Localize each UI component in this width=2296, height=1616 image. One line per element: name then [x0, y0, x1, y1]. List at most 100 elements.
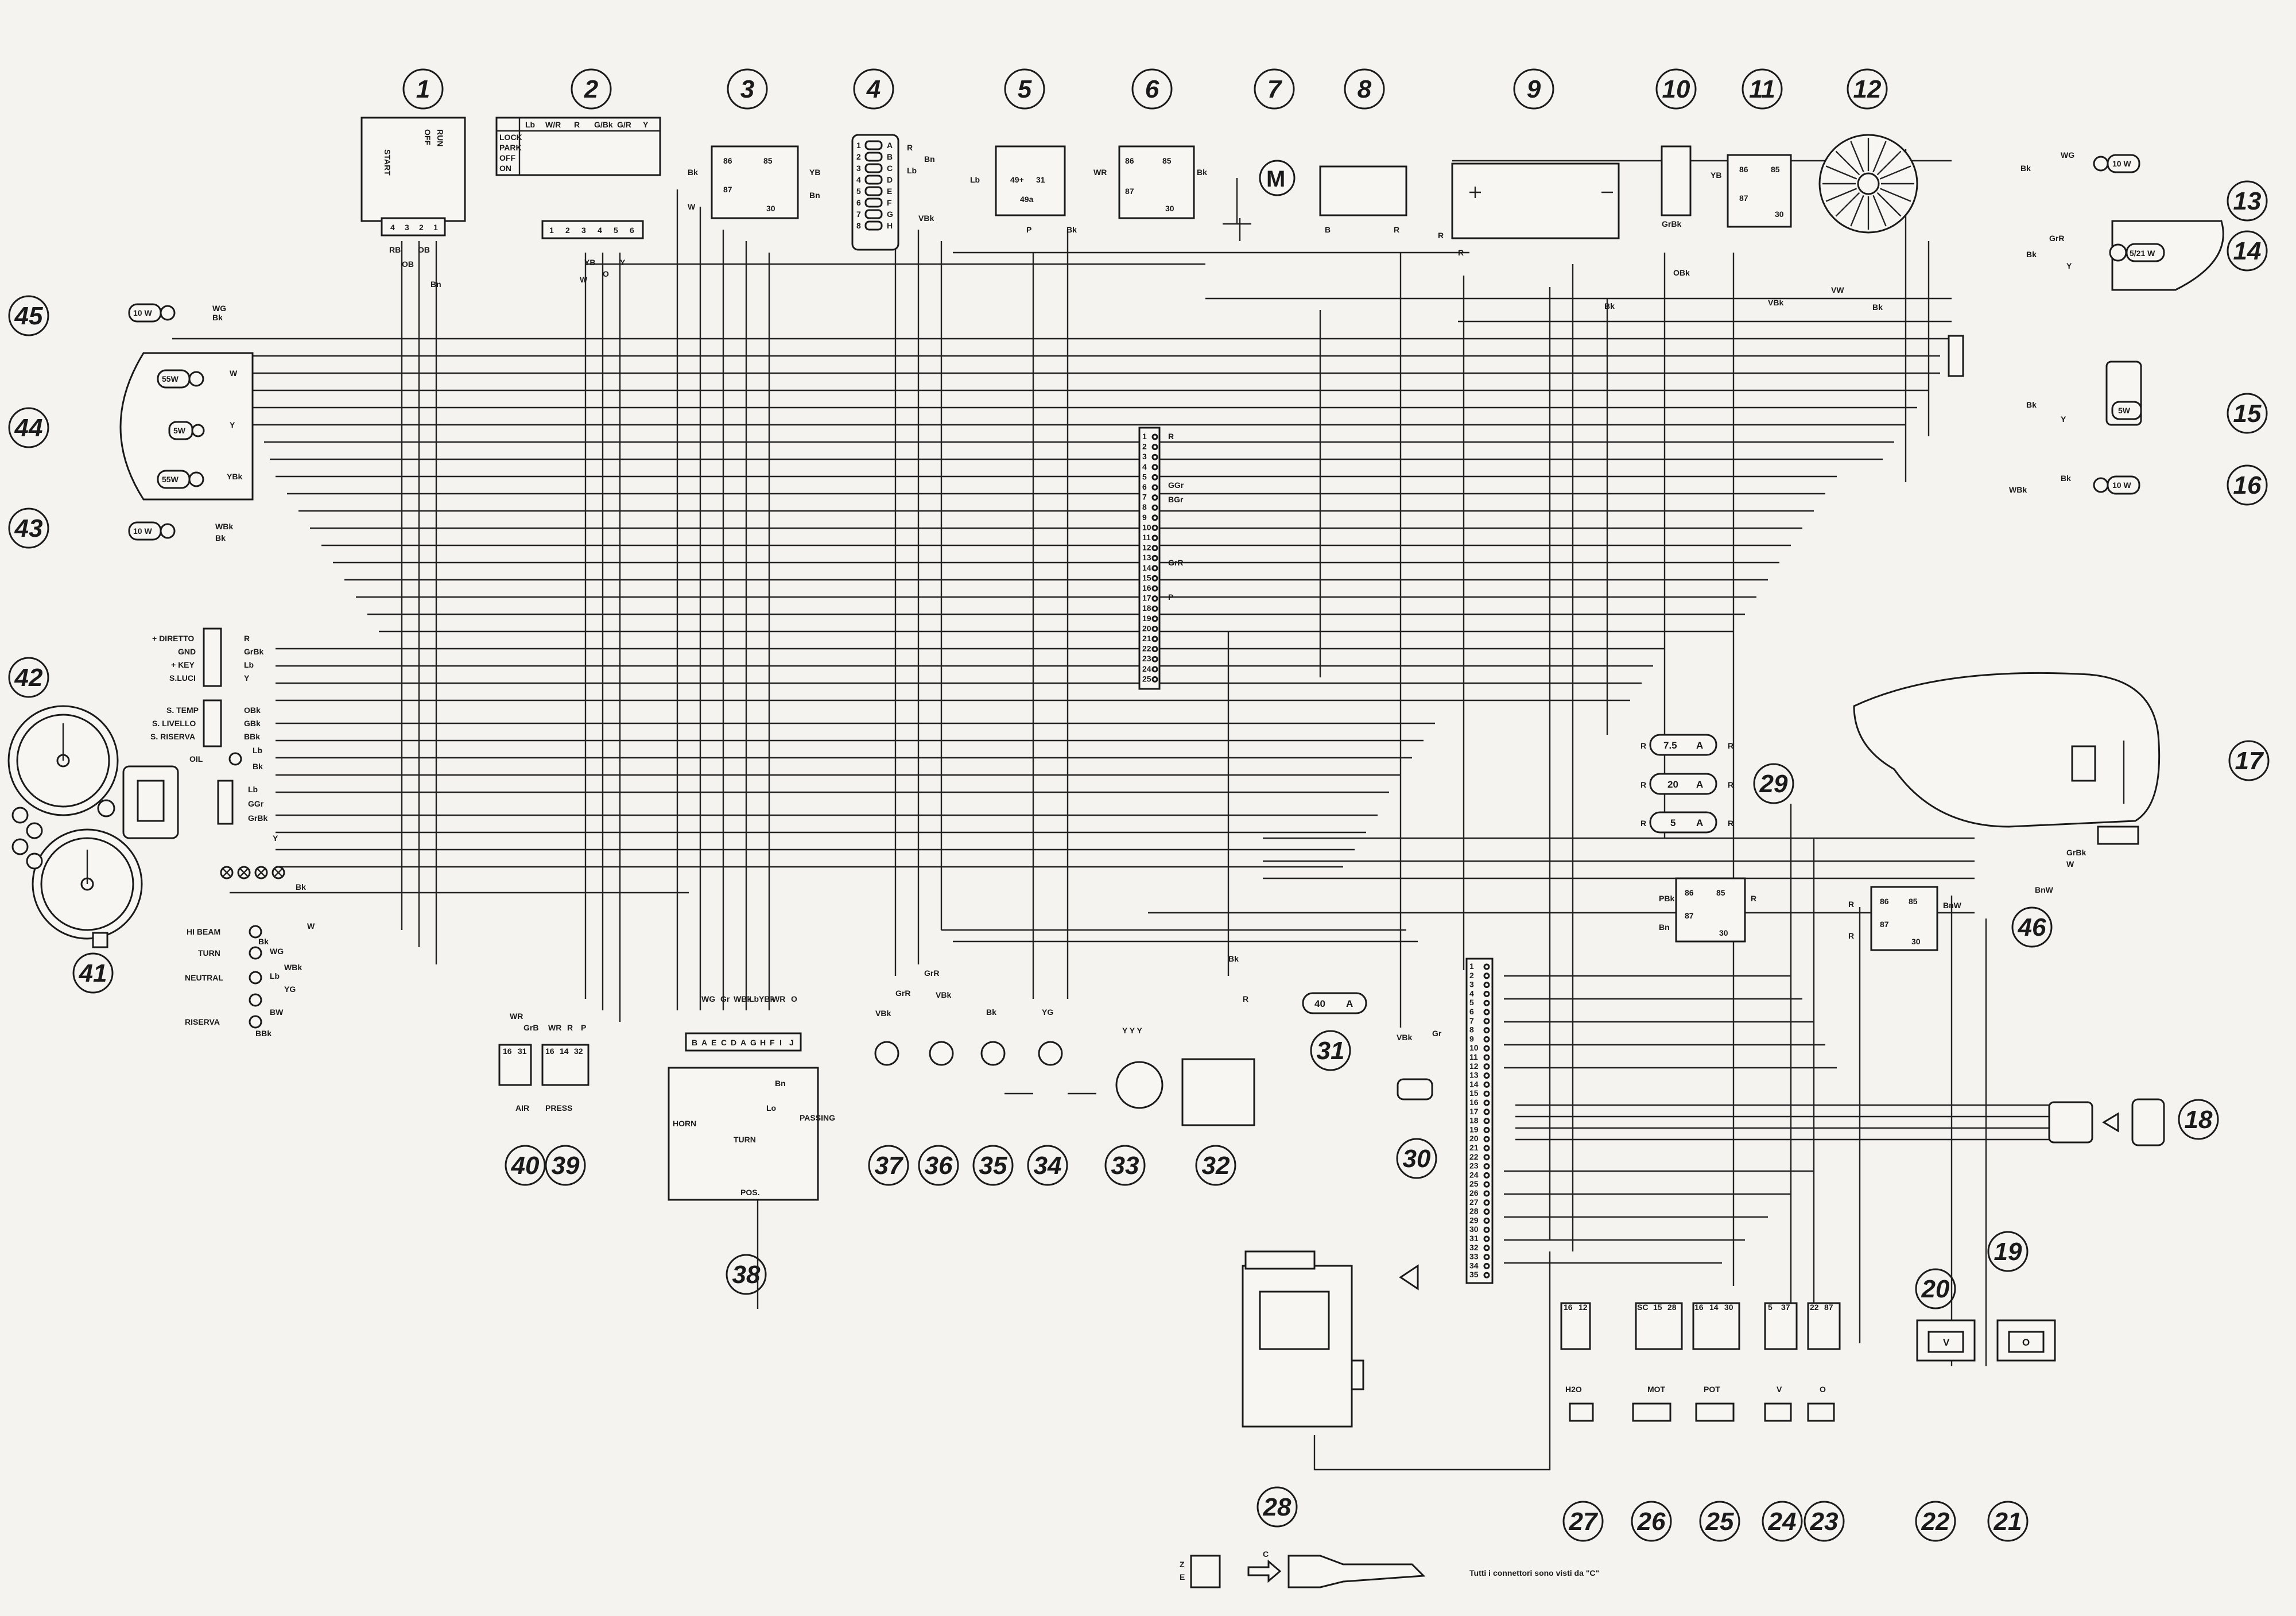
callout-circle — [1131, 68, 1173, 110]
callout-circle — [853, 68, 894, 110]
key-row: PARK — [499, 143, 522, 152]
lamp-13: 10 W WG Bk — [2020, 150, 2140, 173]
ecu-pin-dot — [1483, 990, 1490, 997]
sab-wire: WR — [510, 1012, 523, 1021]
callout-number: 28 — [1263, 1493, 1292, 1521]
lamp14-wire: GrR — [2049, 234, 2064, 243]
sensor-wire: GBk — [244, 719, 261, 728]
warn-wire: GrBk — [248, 813, 267, 823]
key-col: G/Bk — [594, 120, 613, 129]
callout-circle — [1753, 763, 1794, 804]
ecu-pin: 25 — [1469, 1179, 1479, 1188]
mc-pin: 11 — [1142, 533, 1151, 542]
fuse-wire: R — [1728, 819, 1733, 828]
callout-circle — [1915, 1501, 1956, 1542]
v-pin: 5 — [1768, 1303, 1773, 1312]
ecu-pin: 35 — [1469, 1270, 1479, 1279]
callout-number: 27 — [1569, 1508, 1599, 1536]
callout-number: 16 — [2233, 471, 2262, 499]
relay46-wire: R — [1848, 931, 1854, 940]
callout-number: 44 — [14, 414, 43, 442]
fan-blade — [1825, 165, 1857, 180]
sab-wire: R — [567, 1023, 573, 1032]
callout-circle — [1699, 1501, 1740, 1542]
callout-number: 43 — [14, 514, 43, 542]
ecu-pin: 20 — [1469, 1134, 1479, 1143]
flasher-wire: Lb — [970, 175, 980, 184]
oil-wire: Bk — [253, 762, 263, 771]
headlight-watt: 55W — [162, 374, 179, 383]
callout-number: 17 — [2235, 747, 2264, 775]
mc-pin: 5 — [1142, 472, 1147, 481]
relay46-wire: BnW — [1943, 901, 1962, 910]
callout-circle — [8, 295, 49, 336]
indicator-lights: HI BEAM TURN NEUTRAL RISERVA W Bk WG WBk… — [185, 921, 315, 1038]
relay3-wire: YB — [809, 168, 820, 177]
sab-pin: 32 — [574, 1047, 583, 1056]
ecu-pin: 30 — [1469, 1224, 1479, 1234]
relay-pin: 85 — [1162, 156, 1172, 165]
mc-pin: 24 — [1142, 664, 1151, 673]
fan-blade — [1876, 192, 1902, 217]
callout-number: 45 — [14, 302, 43, 330]
ecu-pin-dot — [1483, 1054, 1490, 1061]
sensor-label: V — [1777, 1385, 1782, 1394]
sensor-label: S. LIVELLO — [152, 719, 196, 728]
key-pin: 5 — [614, 226, 618, 235]
callout-number: 40 — [511, 1152, 540, 1180]
relay3-wire: W — [688, 202, 696, 211]
callout-number: 4 — [866, 75, 881, 103]
fan-blade — [1825, 188, 1857, 202]
c30-wire: VBk — [1397, 1033, 1412, 1042]
sw38-col: Lb — [749, 994, 759, 1003]
mc-wire: GGr — [1168, 480, 1184, 490]
fb4-fuse — [864, 140, 883, 150]
fb4-num: 5 — [856, 187, 861, 196]
instrument-connectors: + DIRETTO GND + KEY S.LUCI R GrBk Lb Y S… — [150, 627, 306, 892]
sw38-col: Gr — [720, 994, 730, 1003]
callout-circle — [72, 952, 114, 994]
sensor-wire: OBk — [244, 706, 261, 715]
sw38-col: O — [791, 994, 797, 1003]
pos-label: POS. — [740, 1188, 759, 1197]
mc-pin-dot — [1151, 484, 1158, 491]
key-col: W/R — [545, 120, 561, 129]
rear-connector — [1948, 335, 1964, 377]
indicator-label: TURN — [198, 948, 220, 958]
ecu-pin: 4 — [1469, 989, 1474, 998]
callout-number: 39 — [552, 1152, 580, 1180]
relay3-wire: Bn — [809, 191, 820, 200]
ecu-pin-dot — [1483, 1090, 1490, 1097]
relay46-wire: R — [1848, 900, 1854, 909]
callout-circle — [8, 507, 49, 549]
ecu-pin: 26 — [1469, 1188, 1479, 1198]
ecu-pin: 6 — [1469, 1007, 1474, 1016]
sw38-col: WG — [701, 994, 715, 1003]
ecu-pin: 22 — [1469, 1152, 1479, 1161]
instr-wire: GrBk — [244, 647, 263, 656]
callout-number: 3 — [740, 75, 754, 103]
callout-number: 15 — [2233, 400, 2262, 428]
indicator-label: NEUTRAL — [185, 973, 223, 982]
mc-pin: 21 — [1142, 634, 1151, 643]
horn-label: HORN — [673, 1119, 696, 1128]
alternator-33: Y Y Y — [1115, 1026, 1163, 1109]
lamp14-wire: Y — [2066, 261, 2072, 270]
callout-number: 9 — [1527, 75, 1541, 103]
ecu-28 — [1242, 1250, 1419, 1428]
fb4-wire: Lb — [907, 166, 917, 175]
key-pin: 1 — [549, 226, 554, 235]
relay3-wire: Bk — [688, 168, 698, 177]
mot-pin: SC — [1637, 1303, 1648, 1312]
relay6-wire: WR — [1093, 168, 1107, 177]
c36-wire: GrR — [924, 968, 939, 978]
connector-legend: Z E C Tutti i connettori sono visti da "… — [1180, 1549, 1599, 1588]
callout-number: 42 — [14, 664, 43, 692]
c30-wire: Gr — [1432, 1029, 1442, 1038]
ecu-pin: 5 — [1469, 998, 1474, 1007]
fuse-unit: A — [1696, 817, 1703, 828]
fuse-wire: R — [1728, 741, 1733, 750]
plate-lamp-15: 5W Bk Y — [2026, 361, 2142, 426]
headlight-wire: YBk — [227, 472, 242, 481]
